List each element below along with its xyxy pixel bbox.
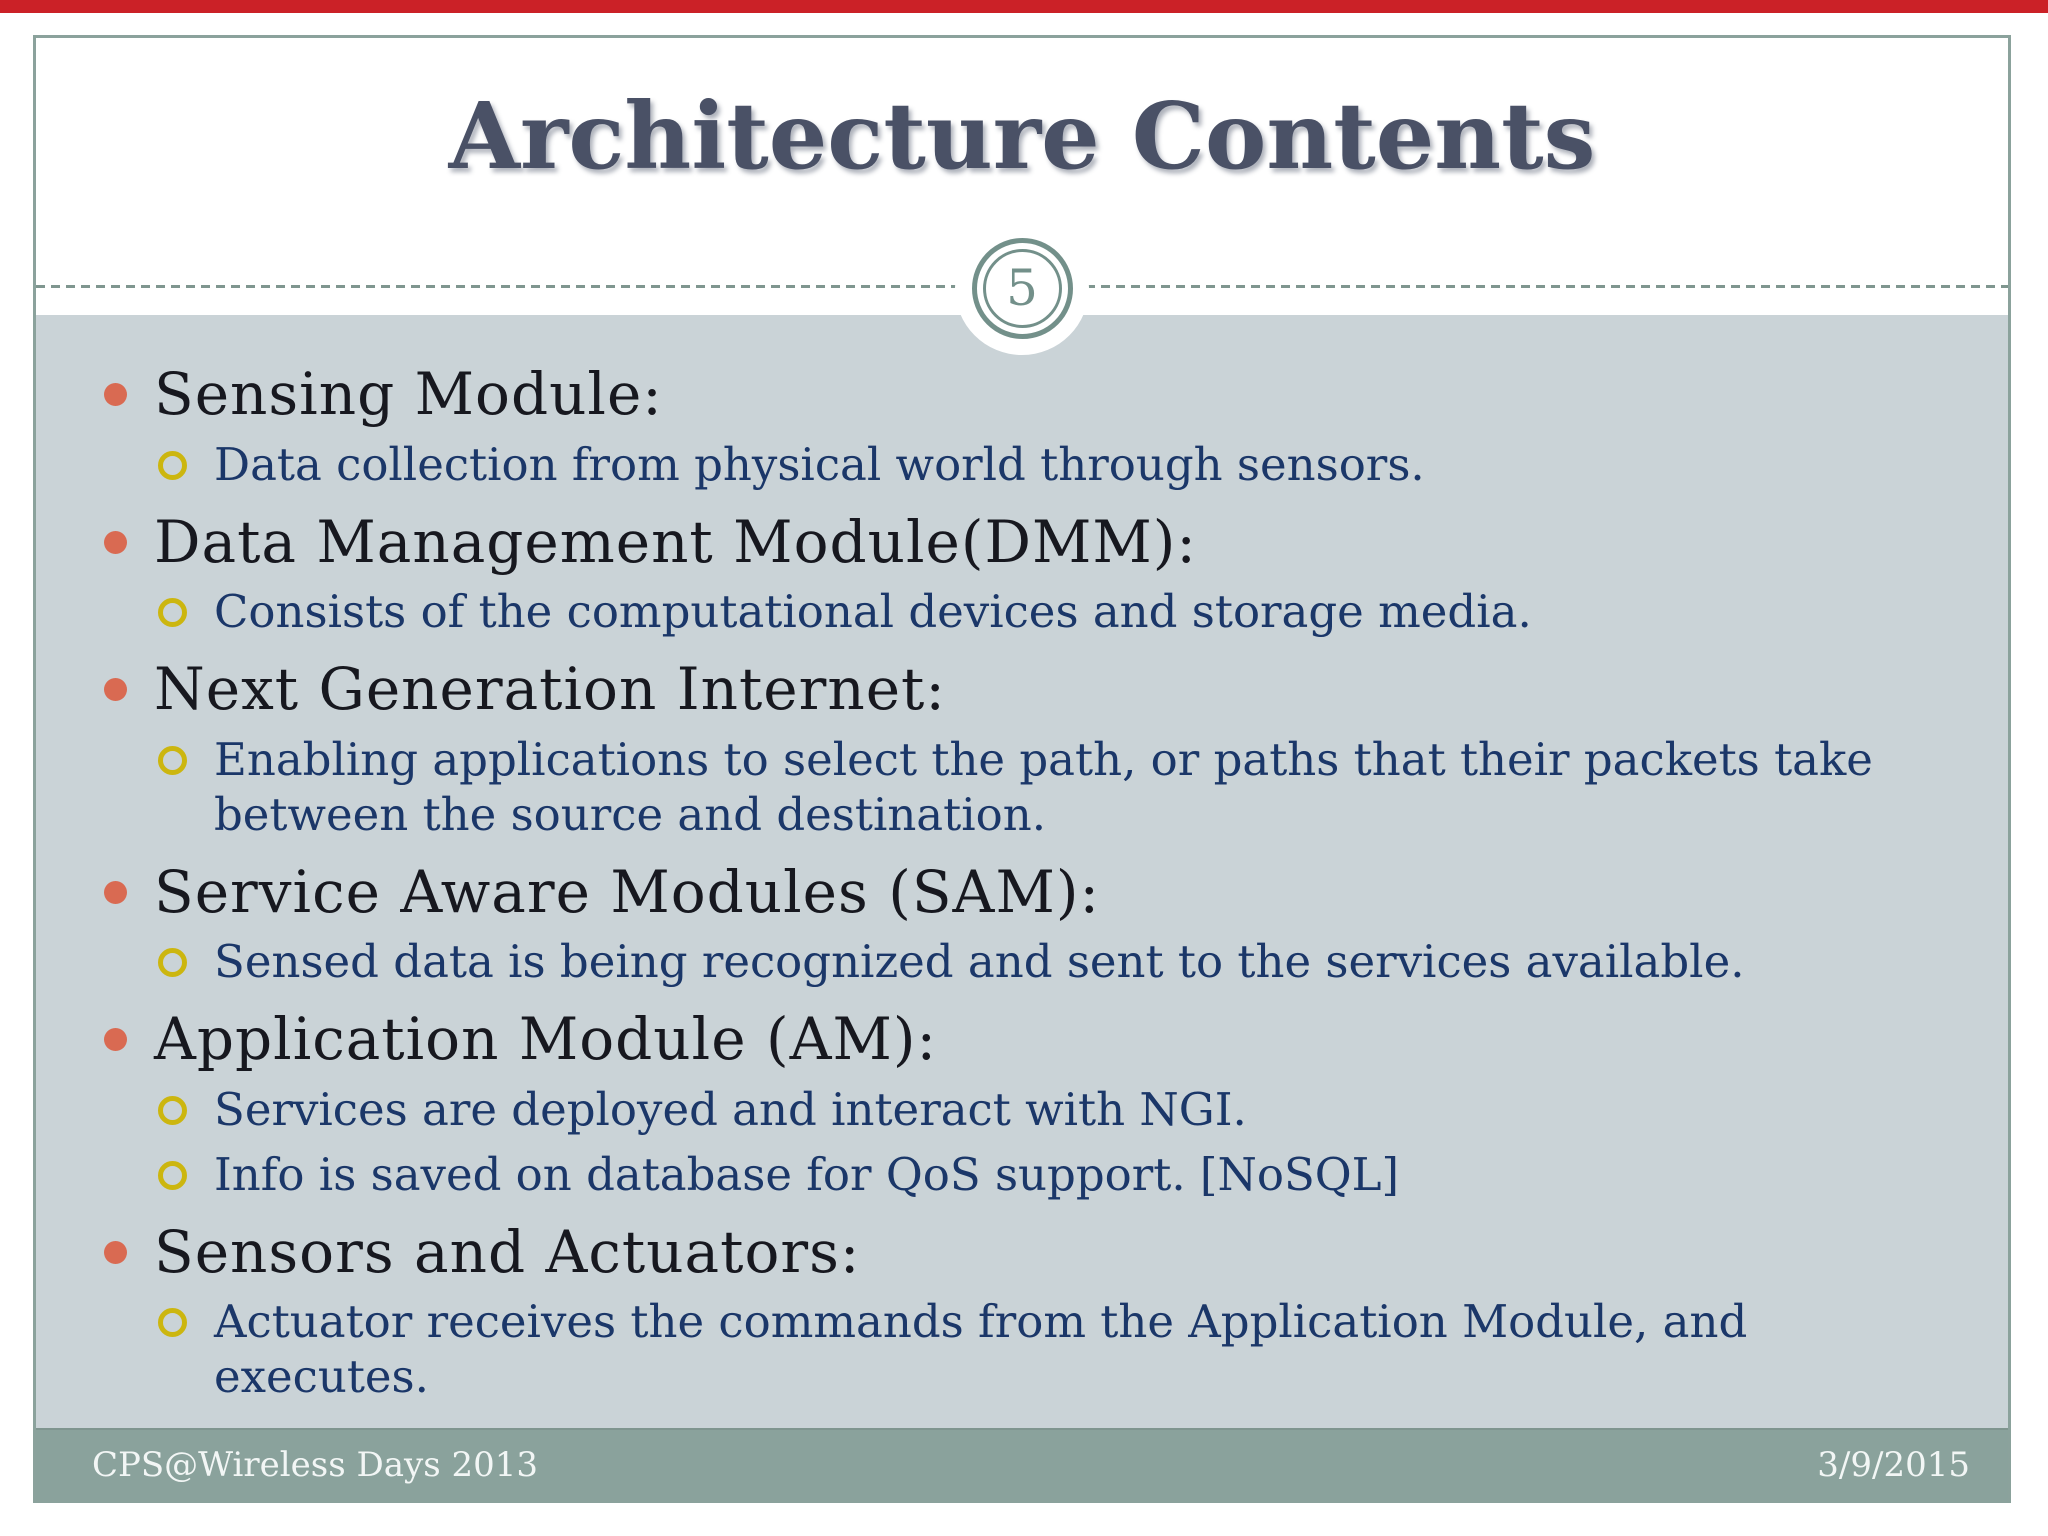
bullet-item: Sensing Module: bbox=[76, 361, 1948, 428]
bullet-item: Sensors and Actuators: bbox=[76, 1217, 1948, 1286]
page-number-badge: 5 bbox=[955, 221, 1089, 355]
sub-bullet-item: Actuator receives the commands from the … bbox=[76, 1295, 1948, 1405]
footer-bar: CPS@Wireless Days 2013 3/9/2015 bbox=[36, 1428, 2008, 1500]
sub-bullet-marker-icon bbox=[158, 948, 187, 978]
footer-left-text: CPS@Wireless Days 2013 bbox=[92, 1445, 539, 1485]
bullet-marker-icon bbox=[104, 1240, 127, 1264]
badge-outer-ring-icon: 5 bbox=[971, 237, 1073, 339]
badge-inner-ring-icon: 5 bbox=[982, 248, 1062, 328]
sub-bullet-item: Consists of the computational devices an… bbox=[76, 585, 1948, 640]
sub-bullet-label: Actuator receives the commands from the … bbox=[214, 1295, 1748, 1404]
bullet-label: Data Management Module(DMM): bbox=[154, 507, 1197, 576]
bullet-item: Service Aware Modules (SAM): bbox=[76, 857, 1948, 926]
slide-title: Architecture Contents bbox=[448, 82, 1596, 190]
bullet-item: Data Management Module(DMM): bbox=[76, 507, 1948, 576]
sub-bullet-marker-icon bbox=[158, 1308, 187, 1338]
slide-content: Sensing Module: Data collection from phy… bbox=[36, 315, 2008, 1428]
bullet-item: Application Module (AM): bbox=[76, 1006, 1948, 1073]
bullet-marker-icon bbox=[104, 678, 127, 702]
sub-bullet-item: Enabling applications to select the path… bbox=[76, 733, 1948, 843]
bullet-label: Service Aware Modules (SAM): bbox=[154, 857, 1101, 926]
sub-bullet-label: Data collection from physical world thro… bbox=[214, 437, 1425, 491]
top-accent-strip bbox=[0, 0, 2048, 13]
footer-date: 3/9/2015 bbox=[1817, 1445, 1970, 1485]
bullet-marker-icon bbox=[104, 383, 127, 406]
sub-bullet-label: Enabling applications to select the path… bbox=[214, 732, 1873, 841]
sub-bullet-item: Services are deployed and interact with … bbox=[76, 1083, 1948, 1138]
sub-bullet-item: Data collection from physical world thro… bbox=[76, 438, 1948, 493]
sub-bullet-label: Info is saved on database for QoS suppor… bbox=[214, 1147, 1400, 1201]
sub-bullet-marker-icon bbox=[158, 745, 187, 775]
bullet-item: Next Generation Internet: bbox=[76, 656, 1948, 723]
bullet-label: Application Module (AM): bbox=[154, 1005, 938, 1074]
sub-bullet-marker-icon bbox=[158, 598, 187, 628]
bullet-label: Next Generation Internet: bbox=[154, 655, 946, 724]
sub-bullet-marker-icon bbox=[158, 1095, 187, 1125]
sub-bullet-marker-icon bbox=[158, 450, 187, 480]
bullet-label: Sensors and Actuators: bbox=[154, 1217, 861, 1286]
sub-bullet-label: Services are deployed and interact with … bbox=[214, 1082, 1247, 1136]
slide: Architecture Contents 5 Sensing Module: … bbox=[33, 35, 2011, 1503]
bullet-marker-icon bbox=[104, 880, 127, 904]
bullet-list: Sensing Module: Data collection from phy… bbox=[76, 361, 1948, 1405]
sub-bullet-marker-icon bbox=[158, 1160, 187, 1190]
bullet-label: Sensing Module: bbox=[154, 360, 663, 428]
sub-bullet-label: Sensed data is being recognized and sent… bbox=[214, 935, 1745, 989]
page-number: 5 bbox=[1006, 259, 1038, 317]
bullet-marker-icon bbox=[104, 530, 127, 554]
sub-bullet-label: Consists of the computational devices an… bbox=[214, 585, 1532, 639]
bullet-marker-icon bbox=[104, 1028, 127, 1052]
sub-bullet-item: Info is saved on database for QoS suppor… bbox=[76, 1148, 1948, 1203]
sub-bullet-item: Sensed data is being recognized and sent… bbox=[76, 935, 1948, 990]
